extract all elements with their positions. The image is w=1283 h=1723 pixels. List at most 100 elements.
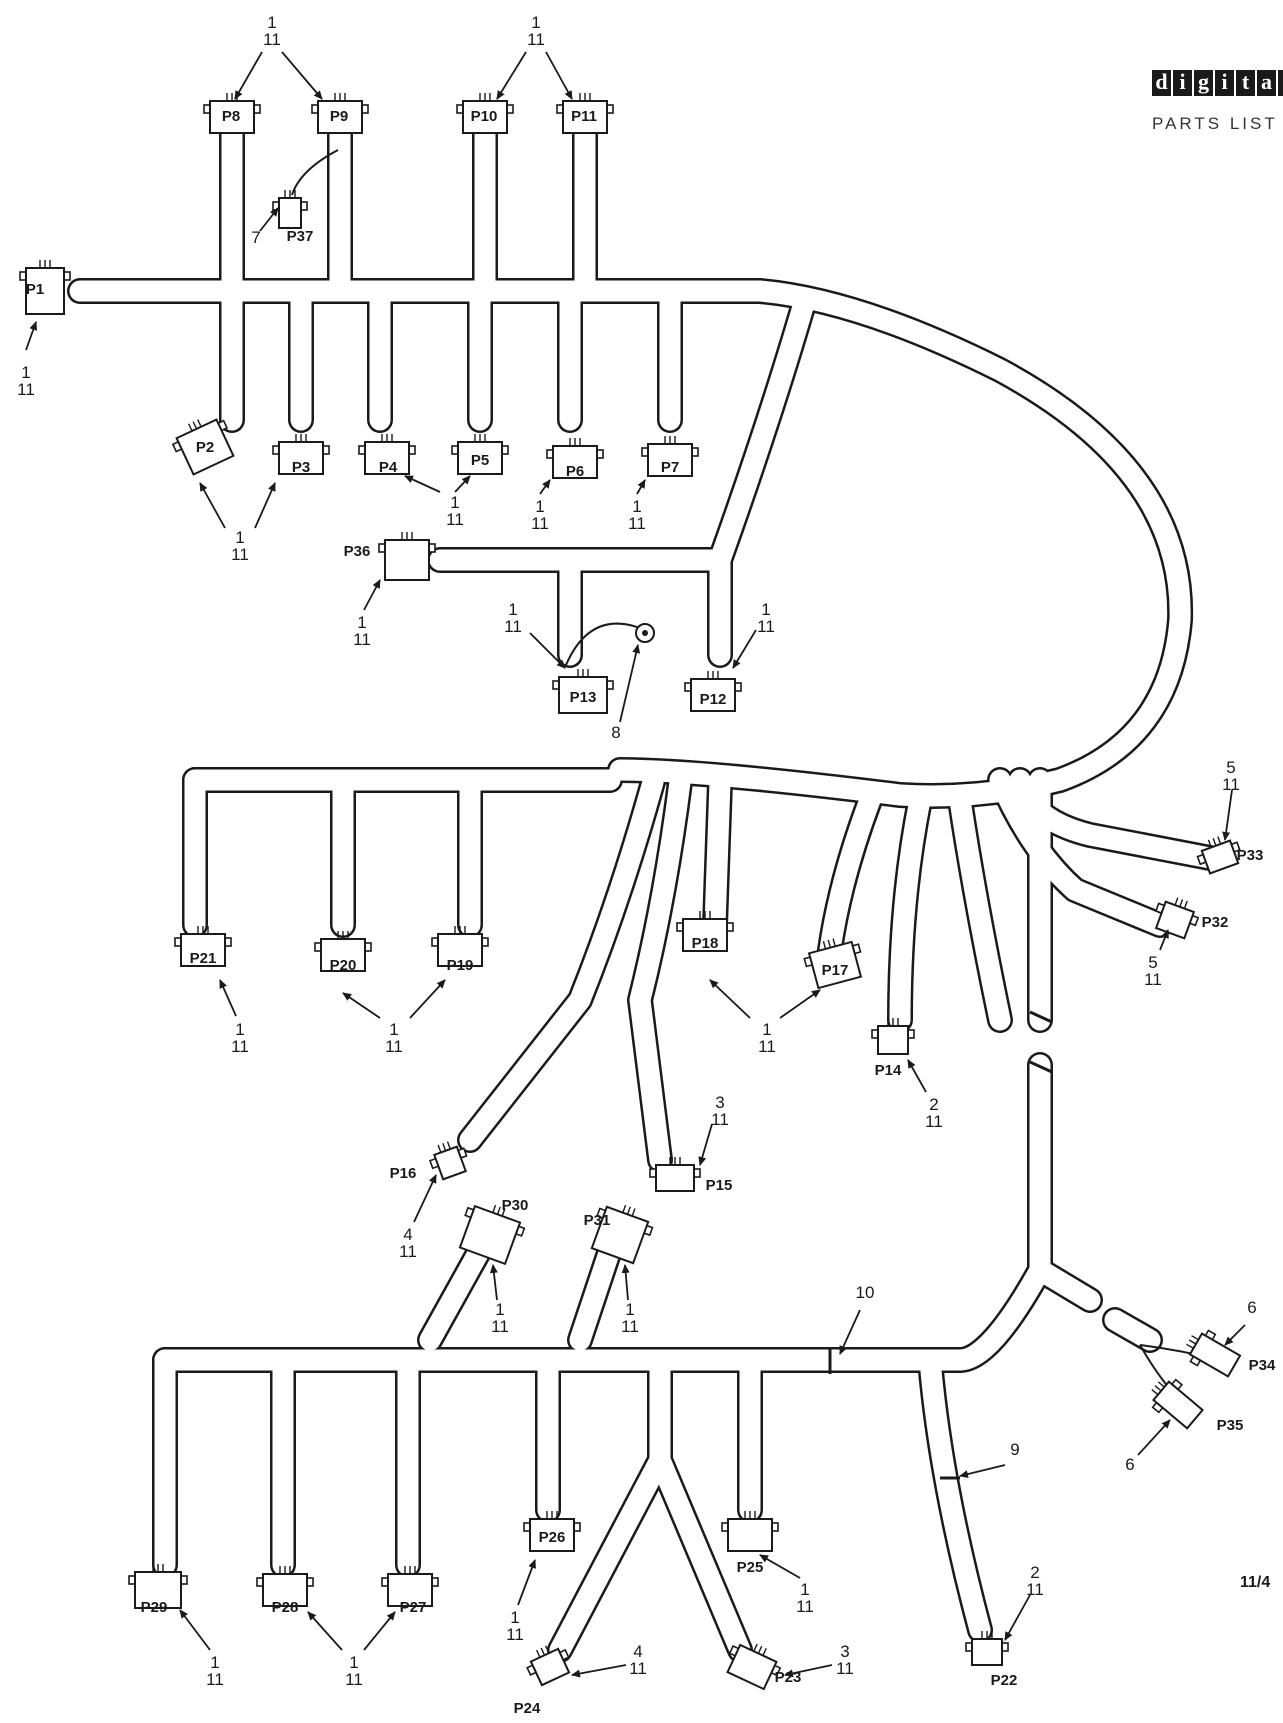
connector-p9 <box>311 93 369 134</box>
callout-item-number: 1 <box>800 1580 809 1599</box>
leader-arrow <box>363 1611 396 1651</box>
callout-item-number: 6 <box>1125 1455 1134 1474</box>
leader-arrow <box>784 1664 833 1678</box>
connector-wire <box>192 421 198 430</box>
callout: 111 <box>404 475 471 529</box>
connector-wire <box>1154 1385 1162 1392</box>
connector-wire <box>622 1204 627 1213</box>
connector-p3 <box>272 434 330 475</box>
cable-run-inner <box>1009 769 1221 869</box>
connector-body <box>655 1164 695 1192</box>
leader-arrow <box>1224 1324 1246 1346</box>
callout-item-number: 1 <box>210 1653 219 1672</box>
leader-arrow <box>636 479 646 495</box>
leader-arrow <box>199 482 226 529</box>
callout: 111 <box>504 600 566 669</box>
leader-arrow <box>489 1264 498 1301</box>
connector-wire <box>1191 1335 1199 1341</box>
cable-run-inner <box>609 759 911 806</box>
connector-label: P13 <box>570 689 597 706</box>
connector-wire <box>832 938 836 947</box>
callout-item-number: 8 <box>611 723 620 742</box>
connector-body <box>1152 1380 1204 1430</box>
callout-figure-number: 11 <box>628 514 646 533</box>
callout-item-number: 7 <box>251 228 260 247</box>
callout: 511 <box>1144 929 1169 989</box>
wire-lead <box>565 622 641 666</box>
callout: 6 <box>1125 1419 1171 1474</box>
leader-arrow <box>621 1264 630 1301</box>
leader-arrow <box>179 1609 211 1651</box>
connector-p4 <box>358 434 416 475</box>
connector-p17 <box>803 938 863 990</box>
callout-item-number: 3 <box>840 1642 849 1661</box>
callout-item-number: 2 <box>929 1095 938 1114</box>
connector-p31 <box>590 1204 654 1265</box>
cable-run-inner <box>704 771 731 936</box>
leader-arrow <box>25 321 38 351</box>
connector-label: P35 <box>1217 1417 1244 1434</box>
connector-p2 <box>171 418 235 476</box>
connector-wire <box>535 1649 541 1658</box>
callout-item-number: 1 <box>508 600 517 619</box>
connector-label: P2 <box>196 439 214 456</box>
cable-run-inner <box>569 1239 621 1351</box>
connector-label: P31 <box>584 1212 611 1229</box>
connector-wire <box>757 1645 763 1654</box>
callout-figure-number: 11 <box>758 1037 776 1056</box>
connector-body <box>727 1518 773 1552</box>
connector-wire <box>626 1206 631 1215</box>
callout-item-number: 1 <box>632 497 641 516</box>
connector-label: P20 <box>330 957 357 974</box>
wire-lead <box>291 149 339 196</box>
callout-item-number: 10 <box>856 1283 875 1302</box>
digital-logo: digital <box>1152 70 1283 96</box>
callout-figure-number: 11 <box>353 630 371 649</box>
connector-p37 <box>272 190 308 229</box>
connector-body <box>690 678 736 712</box>
leader-arrow <box>234 51 263 100</box>
connector-p1 <box>19 260 71 315</box>
connector-wire <box>446 1141 451 1150</box>
callout-item-number: 1 <box>235 528 244 547</box>
harness-cables <box>67 122 1223 1663</box>
callout: 311 <box>784 1642 854 1678</box>
harness-wires <box>291 149 1221 1401</box>
connector-label: P4 <box>379 459 398 476</box>
leader-arrow <box>759 1554 801 1579</box>
connector-label: P34 <box>1249 1357 1276 1374</box>
connector-wire <box>1188 1339 1197 1345</box>
connector-label: P25 <box>737 1559 764 1576</box>
leader-arrow <box>959 1464 1006 1478</box>
leader-arrow <box>281 51 323 100</box>
connector-p33 <box>1196 836 1241 875</box>
callout-figure-number: 11 <box>757 617 775 636</box>
connector-p16 <box>428 1141 468 1181</box>
connector-body <box>726 1643 778 1691</box>
connector-body <box>458 1204 522 1266</box>
connector-label: P24 <box>514 1700 541 1717</box>
connector-wire <box>1207 839 1212 848</box>
connector-body <box>1188 1332 1242 1378</box>
leader-arrow <box>409 979 446 1019</box>
connector-label: P6 <box>566 463 584 480</box>
logo-letter: g <box>1194 70 1213 96</box>
connector-label: P18 <box>692 935 719 952</box>
connector-wire <box>442 1143 447 1152</box>
connector-label: P37 <box>287 228 314 245</box>
leader-arrow <box>619 644 641 723</box>
callout-item-number: 1 <box>762 1020 771 1039</box>
leader-arrow <box>404 475 441 493</box>
callout-figure-number: 11 <box>345 1670 363 1689</box>
callout-figure-number: 11 <box>621 1317 639 1336</box>
callout-figure-number: 11 <box>711 1110 729 1129</box>
connector-p15 <box>649 1157 701 1192</box>
connector-wire <box>753 1643 758 1652</box>
callout: 111 <box>17 321 38 399</box>
callout-figure-number: 11 <box>17 380 35 399</box>
connector-body <box>529 1647 571 1687</box>
connector-p29 <box>128 1564 188 1609</box>
callout-figure-number: 11 <box>531 514 549 533</box>
callout-item-number: 1 <box>450 493 459 512</box>
page-number: 11/4 <box>1240 1574 1271 1591</box>
